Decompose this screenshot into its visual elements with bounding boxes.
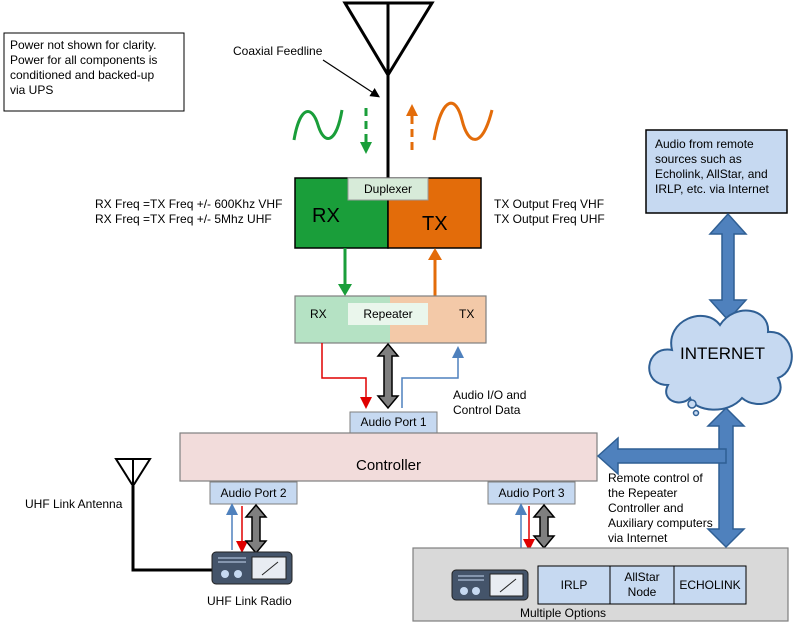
repeater-tx-label: TX — [459, 307, 475, 321]
uhf-link-radio-label: UHF Link Radio — [207, 594, 292, 608]
repeater-label: Repeater — [363, 307, 413, 321]
option-echolink: ECHOLINK — [679, 578, 741, 592]
repeater-controller-double-arrow — [376, 342, 400, 410]
feedline-pointer — [322, 59, 381, 98]
tx-wave-icon — [432, 101, 494, 141]
multiple-options-caption: Multiple Options — [520, 606, 607, 620]
controller-label: Controller — [355, 457, 422, 474]
main-antenna-icon — [342, 1, 435, 178]
audio-port-1: Audio Port 1 — [360, 415, 427, 429]
repeater-rx-label: RX — [310, 307, 327, 321]
coaxial-feedline-label: Coaxial Feedline — [233, 44, 323, 58]
power-note: Power not shown for clarity. Power for a… — [10, 38, 158, 97]
remote-control-note: Remote control of the Repeater Controlle… — [608, 471, 713, 545]
uhf-link-antenna-label: UHF Link Antenna — [25, 497, 123, 511]
uhf-link-antenna-icon — [114, 458, 212, 572]
audio-io-note: Audio I/O and Control Data — [453, 388, 527, 417]
tx-freq-note: TX Output Freq VHF TX Output Freq UHF — [494, 197, 605, 226]
rx-wave-icon — [292, 109, 344, 141]
audio-port-3: Audio Port 3 — [498, 486, 565, 500]
duplexer-label: Duplexer — [363, 182, 413, 196]
internet-cloud-icon — [648, 309, 793, 417]
internet-label: INTERNET — [680, 344, 765, 363]
duplexer-rx-label: RX — [312, 205, 340, 227]
audio-port-2: Audio Port 2 — [220, 486, 287, 500]
duplexer-tx-label: TX — [422, 213, 448, 235]
option-irlp: IRLP — [560, 578, 588, 592]
option-allstar-node: AllStar Node — [624, 570, 660, 599]
uhf-link-radio-icon — [211, 551, 293, 585]
remote-sources-box: Audio from remote sources such as Echoli… — [655, 137, 769, 196]
option-radio-icon — [451, 569, 529, 601]
rx-freq-note: RX Freq =TX Freq +/- 600Khz VHF RX Freq … — [95, 197, 283, 226]
